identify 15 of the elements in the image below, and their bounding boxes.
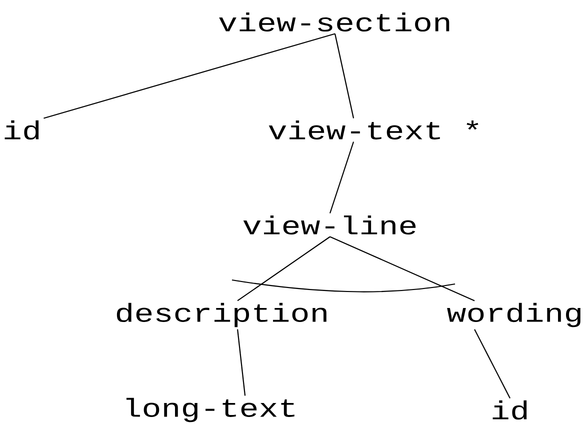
tree-line <box>44 33 336 119</box>
tree-label: view-section <box>219 12 450 32</box>
tree-line <box>237 236 330 302</box>
tree-line <box>330 236 475 302</box>
tree-label: wording <box>447 302 580 328</box>
tree-label: id <box>492 400 527 420</box>
tree-label: long-text <box>126 398 294 422</box>
tree-line <box>474 329 510 398</box>
tree-label: view-text * <box>268 120 478 140</box>
tree-line <box>334 34 354 118</box>
tree-line <box>236 329 246 396</box>
tree-line <box>329 142 354 214</box>
tree-label: view-line <box>243 215 416 235</box>
tree-label: description <box>116 302 326 328</box>
tree-label: id <box>4 120 39 140</box>
